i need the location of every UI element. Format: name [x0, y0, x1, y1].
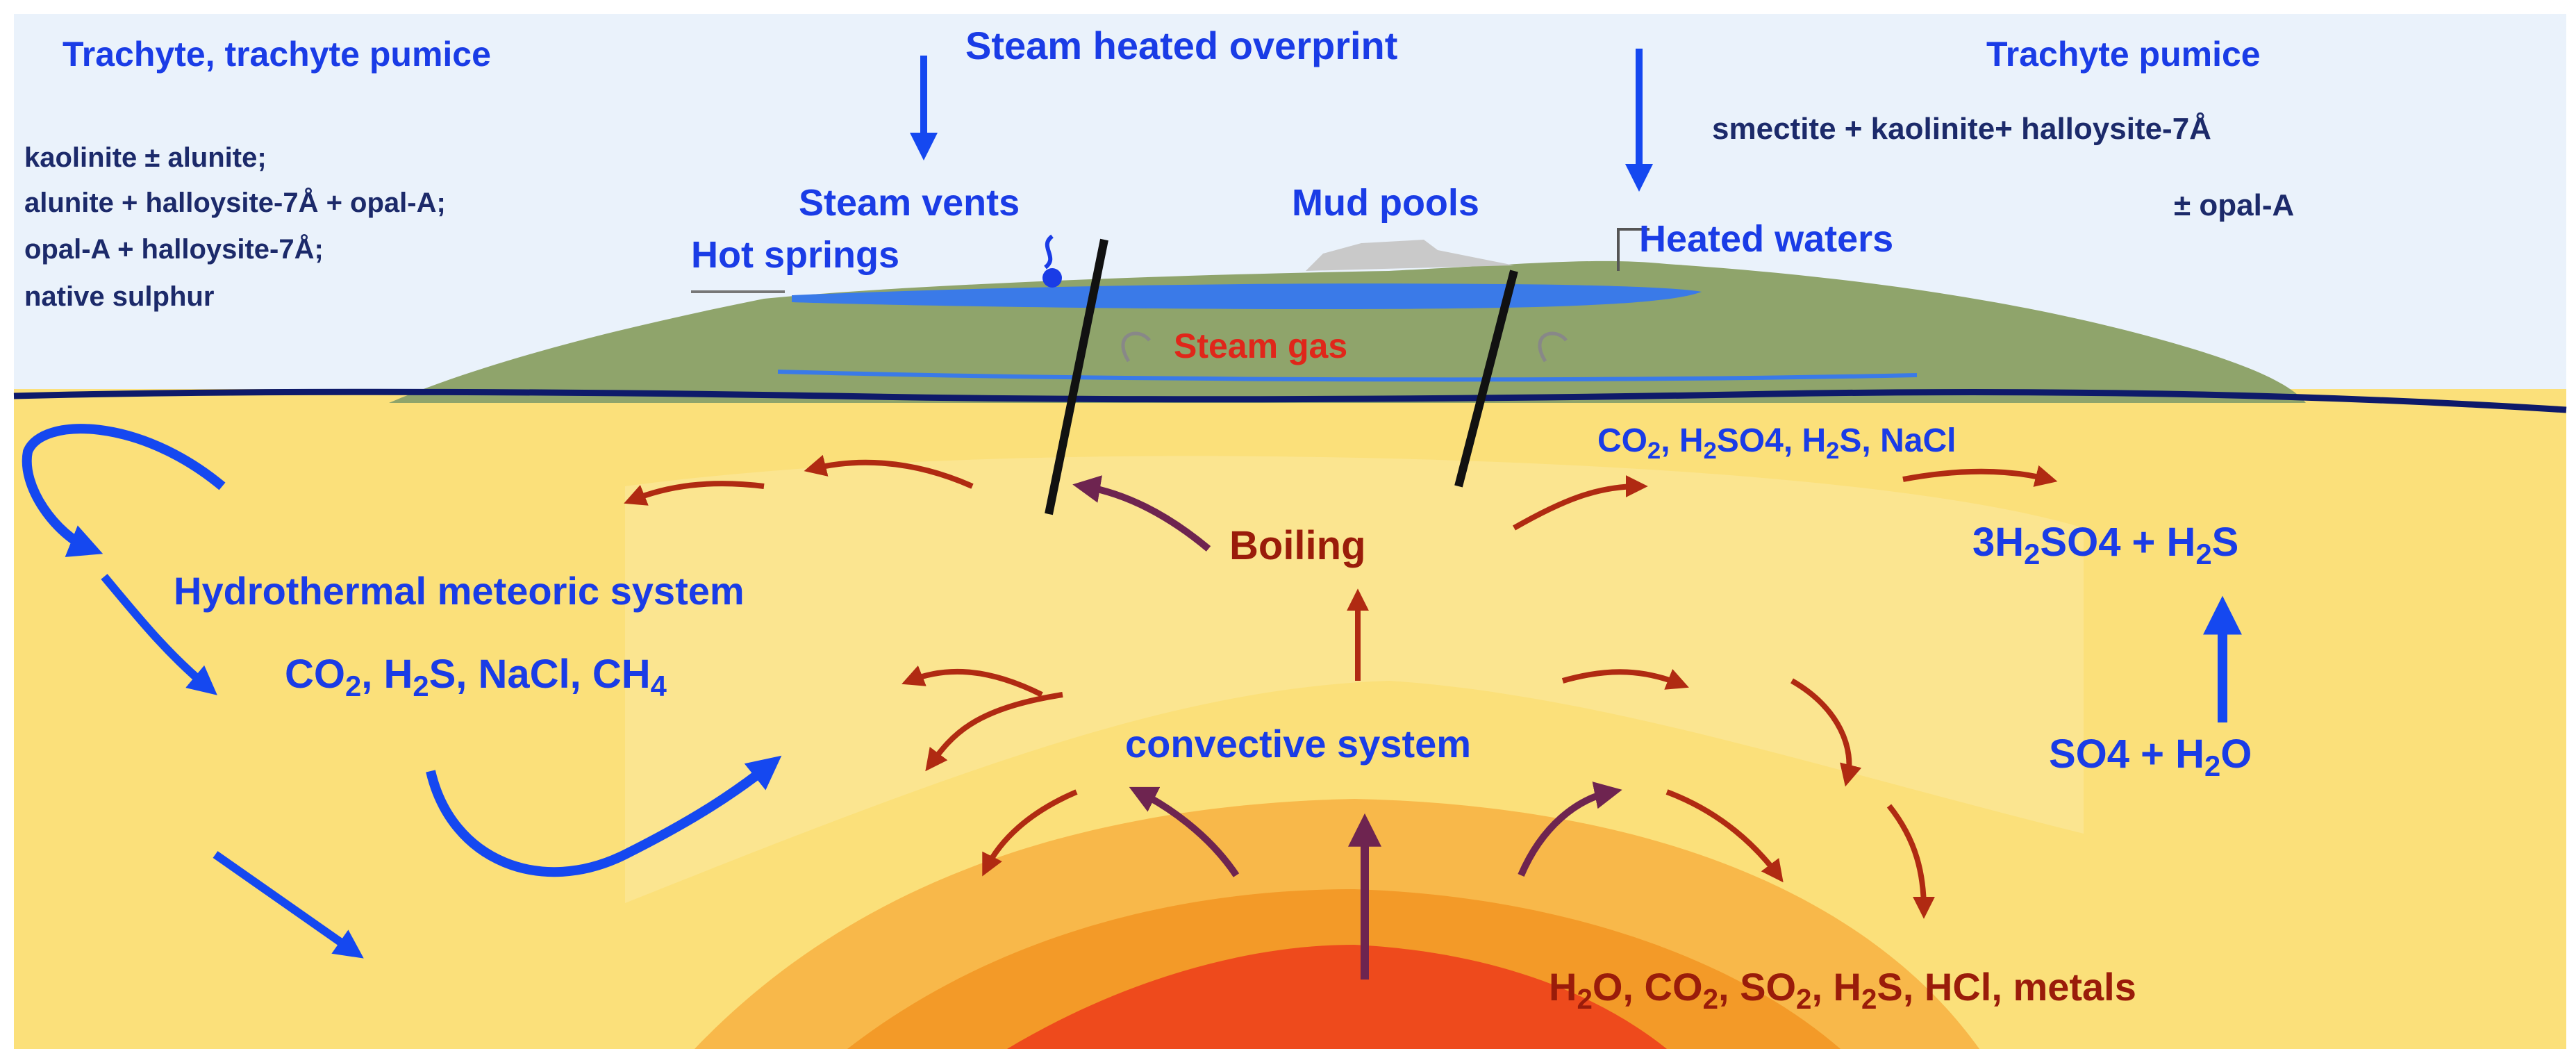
steam-gas-arrow-2 — [1538, 331, 1568, 363]
top-left-mineral-2: alunite + halloysite-7Å + opal-A; — [24, 187, 446, 218]
convective-arrow-9 — [1561, 669, 1689, 690]
hot-spring-vent-icon — [1042, 268, 1062, 288]
convective-arrow-16 — [1518, 782, 1622, 877]
top-center-title: Steam heated overprint — [965, 24, 1397, 67]
reaction-bottom-label: SO4 + H2O — [2049, 731, 2252, 782]
heated-waters-band — [777, 370, 1918, 382]
hot-springs-label: Hot springs — [691, 234, 899, 276]
steam-curl-icon — [1043, 234, 1054, 270]
convective-arrow-12 — [1665, 789, 1784, 883]
convective-arrow-3 — [1072, 475, 1211, 552]
steam-gas-arrow-1 — [1121, 331, 1151, 363]
top-left-title: Trachyte, trachyte pumice — [63, 35, 491, 74]
fault-line-left — [1045, 238, 1108, 515]
convective-arrow-13 — [1886, 804, 1935, 919]
convective-arrow-1 — [804, 454, 974, 489]
ground-surface-line — [13, 388, 2567, 413]
convective-arrow-8 — [925, 692, 1063, 772]
boiling-label: Boiling — [1229, 523, 1366, 568]
convective-arrow-14 — [1129, 786, 1240, 877]
convective-arrow-11 — [982, 789, 1078, 877]
magma-gases-label: H2O, CO2, SO2, H2S, HCl, metals — [1549, 965, 2136, 1015]
convective-arrow-10 — [1790, 678, 1862, 787]
hot-springs-layer — [792, 283, 1702, 309]
heated-waters-label: Heated waters — [1639, 218, 1893, 260]
magma-core — [1007, 945, 1667, 1049]
meteoric-arrow-4 — [213, 851, 364, 959]
hill-summit — [1306, 240, 1514, 271]
fault-line-right — [1454, 270, 1518, 488]
top-right-mineral-2: ± opal-A — [2174, 188, 2294, 222]
meteoric-arrow-3 — [426, 755, 782, 877]
upper-right-gases-label: CO2, H2SO4, H2S, NaCl — [1597, 422, 1956, 464]
steam-vents-label: Steam vents — [799, 182, 1020, 224]
convective-arrow-2 — [624, 481, 765, 506]
steam-gas-label: Steam gas — [1174, 327, 1347, 365]
mud-pools-label: Mud pools — [1292, 182, 1479, 224]
meteoric-arrow-2 — [101, 574, 217, 695]
top-left-mineral-4: native sulphur — [24, 281, 214, 312]
top-right-title: Trachyte pumice — [1986, 35, 2261, 74]
convective-system-label: convective system — [1125, 722, 1471, 766]
top-left-mineral-3: opal-A + halloysite-7Å; — [24, 233, 324, 265]
top-left-mineral-1: kaolinite ± alunite; — [24, 142, 267, 173]
hydrothermal-system-label: Hydrothermal meteoric system — [174, 569, 745, 613]
reaction-top-label: 3H2SO4 + H2S — [1972, 520, 2238, 570]
heated-waters-bracket — [1617, 228, 1650, 271]
convective-arrow-5 — [1513, 475, 1648, 531]
convective-arrow-7 — [901, 666, 1043, 697]
meteoric-arrow-1 — [22, 424, 226, 557]
hydrothermal-gases-label: CO2, H2S, NaCl, CH4 — [285, 652, 667, 702]
top-right-mineral-1: smectite + kaolinite+ halloysite-7Å — [1712, 112, 2211, 146]
crust-pale-zone — [625, 456, 2084, 903]
convective-arrow-6 — [1902, 465, 2058, 487]
